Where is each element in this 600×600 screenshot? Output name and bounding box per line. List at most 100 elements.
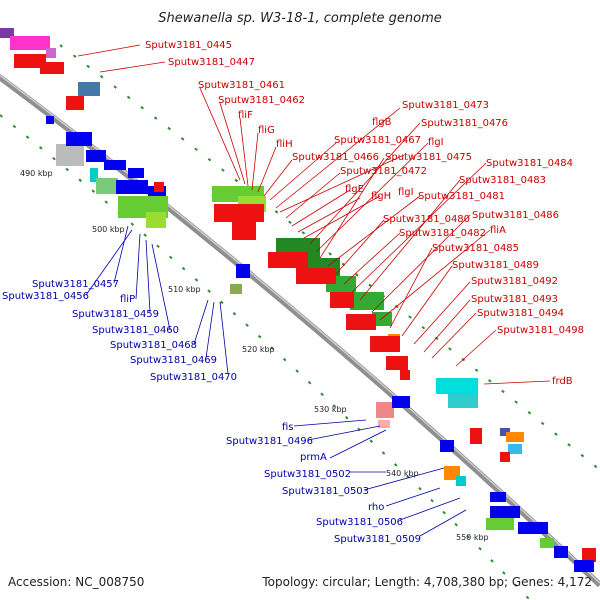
gene-label[interactable]: Sputw3181_0503 <box>282 486 369 497</box>
gene-label[interactable]: Sputw3181_0494 <box>477 308 564 319</box>
gene-label[interactable]: fliP <box>120 294 135 305</box>
gene-label[interactable]: Sputw3181_0481 <box>418 191 505 202</box>
gene-label[interactable]: rho <box>368 502 384 513</box>
gene-label[interactable]: Sputw3181_0489 <box>452 260 539 271</box>
gene-label[interactable]: Sputw3181_0447 <box>168 57 255 68</box>
gene-label[interactable]: Sputw3181_0480 <box>383 214 470 225</box>
gene-label[interactable]: fliF <box>238 110 253 121</box>
gene-label[interactable]: fliH <box>276 139 293 150</box>
feature-block <box>268 252 308 268</box>
scale-label: 490 kbp <box>20 169 53 178</box>
gene-label[interactable]: Sputw3181_0459 <box>72 309 159 320</box>
feature-block <box>392 396 410 408</box>
feature-block <box>78 82 100 96</box>
gene-label[interactable]: Sputw3181_0467 <box>334 135 421 146</box>
feature-block <box>540 538 554 548</box>
gene-label[interactable]: Sputw3181_0461 <box>198 80 285 91</box>
feature-block <box>154 182 164 192</box>
gene-label[interactable]: Sputw3181_0445 <box>145 40 232 51</box>
gene-label[interactable]: Sputw3181_0468 <box>110 340 197 351</box>
feature-block <box>96 178 118 194</box>
gene-label[interactable]: Sputw3181_0483 <box>459 175 546 186</box>
scale-label: 500 kbp <box>92 225 125 234</box>
gene-label[interactable]: Sputw3181_0492 <box>471 276 558 287</box>
gene-label[interactable]: Sputw3181_0509 <box>334 534 421 545</box>
feature-block <box>554 546 568 558</box>
gene-label[interactable]: Sputw3181_0469 <box>130 355 217 366</box>
feature-block <box>230 284 242 294</box>
scale-label: 510 kbp <box>168 285 201 294</box>
feature-block <box>104 160 126 170</box>
feature-block <box>436 378 478 394</box>
feature-block <box>508 444 522 454</box>
feature-block <box>370 336 400 352</box>
gene-label[interactable]: Sputw3181_0506 <box>316 517 403 528</box>
scale-label: 530 kbp <box>314 405 347 414</box>
gene-label[interactable]: Sputw3181_0473 <box>402 100 489 111</box>
feature-block <box>116 180 148 194</box>
feature-block <box>66 96 84 110</box>
feature-block <box>236 264 250 278</box>
feature-block <box>90 168 98 182</box>
feature-block <box>470 428 482 444</box>
gene-label[interactable]: fliG <box>258 125 275 136</box>
feature-block <box>0 28 14 38</box>
gene-label[interactable]: fis <box>282 422 294 433</box>
feature-block <box>46 48 56 58</box>
feature-block <box>214 204 264 222</box>
scale-labels: 490 kbp 500 kbp 510 kbp 520 kbp 530 kbp … <box>20 169 489 542</box>
gene-label[interactable]: flgB <box>372 117 392 128</box>
feature-block <box>346 314 376 330</box>
gene-label[interactable]: Sputw3181_0460 <box>92 325 179 336</box>
gene-label[interactable]: frdB <box>552 376 573 387</box>
feature-block <box>46 116 54 124</box>
feature-block <box>582 548 596 562</box>
gene-label[interactable]: Sputw3181_0466 <box>292 152 379 163</box>
feature-block <box>440 440 454 452</box>
feature-block <box>40 62 64 74</box>
gene-label[interactable]: Sputw3181_0456 <box>2 291 89 302</box>
gene-label[interactable]: Sputw3181_0457 <box>32 279 119 290</box>
gene-label[interactable]: Sputw3181_0493 <box>471 294 558 305</box>
feature-block <box>10 36 50 50</box>
gene-label[interactable]: Sputw3181_0470 <box>150 372 237 383</box>
scale-label: 540 kbp <box>386 469 419 478</box>
inner-gene-labels: Sputw3181_0457 Sputw3181_0456 fliP Sputw… <box>2 279 421 545</box>
scale-label: 520 kbp <box>242 345 275 354</box>
gene-label[interactable]: Sputw3181_0472 <box>340 166 427 177</box>
gene-label[interactable]: flgE <box>345 184 364 195</box>
gene-label[interactable]: Sputw3181_0462 <box>218 95 305 106</box>
inner-tick-track <box>0 114 531 600</box>
gene-label[interactable]: Sputw3181_0482 <box>399 228 486 239</box>
feature-block <box>56 144 84 166</box>
genome-summary-text: Topology: circular; Length: 4,708,380 bp… <box>261 575 592 589</box>
gene-label[interactable]: Sputw3181_0475 <box>385 152 472 163</box>
feature-block <box>448 394 478 408</box>
feature-block <box>128 168 144 178</box>
outer-features <box>0 28 596 562</box>
accession-text: Accession: NC_008750 <box>8 575 144 589</box>
feature-block <box>506 432 524 442</box>
gene-label[interactable]: flgI <box>398 187 414 198</box>
outer-gene-labels: Sputw3181_0445 Sputw3181_0447 Sputw3181_… <box>145 40 584 387</box>
inner-leader-lines <box>85 225 467 537</box>
feature-block <box>372 312 392 326</box>
gene-label[interactable]: Sputw3181_0502 <box>264 469 351 480</box>
gene-label[interactable]: fliA <box>490 225 506 236</box>
feature-block <box>350 292 384 310</box>
gene-label[interactable]: flgH <box>371 191 391 202</box>
gene-label[interactable]: prmA <box>300 452 327 463</box>
gene-label[interactable]: Sputw3181_0496 <box>226 436 313 447</box>
gene-label[interactable]: Sputw3181_0476 <box>421 118 508 129</box>
gene-label[interactable]: Sputw3181_0486 <box>472 210 559 221</box>
gene-label[interactable]: Sputw3181_0498 <box>497 325 584 336</box>
outer-leader-lines <box>77 44 551 385</box>
gene-label[interactable]: Sputw3181_0484 <box>486 158 573 169</box>
feature-block <box>378 420 390 428</box>
feature-block <box>86 150 106 162</box>
gene-label[interactable]: Sputw3181_0485 <box>432 243 519 254</box>
feature-block <box>330 292 354 308</box>
map-title: Shewanella sp. W3-18-1, complete genome <box>158 11 441 26</box>
gene-label[interactable]: flgI <box>428 137 444 148</box>
